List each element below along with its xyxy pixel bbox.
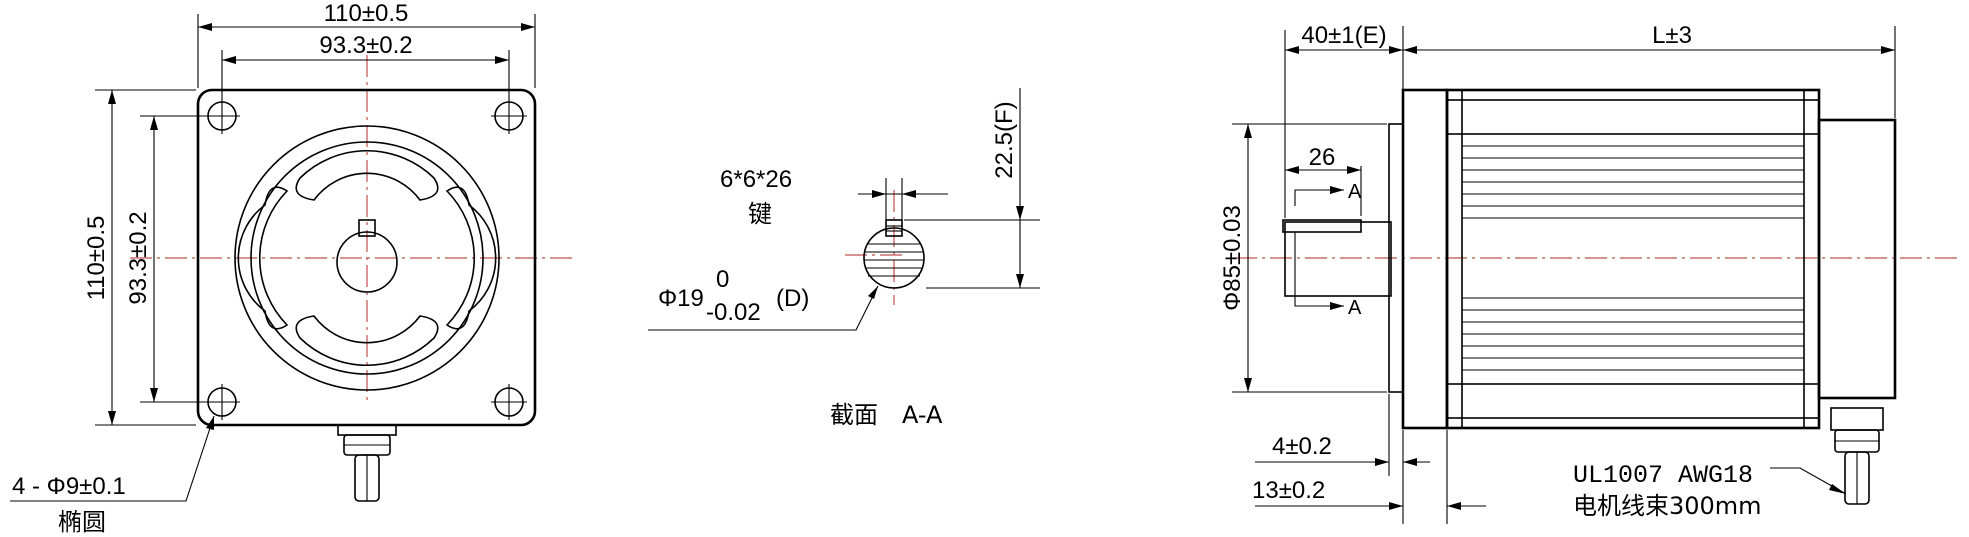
shaft-tol-lower: -0.02 — [706, 299, 761, 326]
side-view: 40±1(E) L±3 26 A A Φ85±0.03 4±0.2 — [1219, 22, 1960, 524]
motor-body-outline — [234, 125, 500, 391]
shaft-tol-code: (D) — [776, 285, 809, 312]
side-body — [1445, 88, 1821, 430]
hole-spec-label: 4 - Φ9±0.1 — [12, 473, 126, 500]
dim-flange-a: 4±0.2 — [1272, 433, 1332, 460]
shaft-hatch — [864, 243, 924, 277]
cable-spec-label: UL1007 AWG18 — [1573, 461, 1753, 490]
shaft-tol-upper: 0 — [716, 266, 729, 293]
key-label: 键 — [748, 200, 772, 228]
key-size-label: 6*6*26 — [720, 166, 792, 193]
dim-pilot-dia: Φ85±0.03 — [1219, 205, 1246, 311]
dim-key-length: 26 — [1309, 144, 1336, 171]
front-view: 110±0.5 93.3±0.2 110±0.5 93.3±0.2 4 - Φ9… — [10, 0, 575, 536]
key-section — [885, 219, 903, 237]
side-flange — [1401, 88, 1449, 430]
side-shaft — [1284, 221, 1392, 297]
dim-height-holes: 93.3±0.2 — [125, 211, 152, 304]
shaft-section — [863, 227, 925, 289]
key-height-label: 22.5(F) — [991, 101, 1018, 178]
section-marker-bottom: A — [1348, 297, 1362, 319]
dim-shaft-length: 40±1(E) — [1301, 22, 1386, 49]
shaft-end — [336, 231, 398, 293]
side-key — [1282, 219, 1362, 233]
section-view: 6*6*26 键 22.5(F) Φ19 0 -0.02 (D) 截面 A-A — [648, 88, 1040, 429]
shaft-key — [358, 219, 376, 237]
hole-shape-label: 椭圆 — [58, 508, 106, 536]
side-cable-gland — [1830, 407, 1884, 505]
section-title: 截面 A-A — [830, 401, 943, 429]
section-marker-top: A — [1348, 181, 1362, 203]
side-rear-cap — [1817, 118, 1897, 400]
body-window — [295, 150, 439, 201]
dim-body-length: L±3 — [1652, 22, 1692, 49]
dim-flange-b: 13±0.2 — [1252, 477, 1325, 504]
cable-gland — [337, 424, 397, 502]
body-window — [237, 186, 289, 330]
body-window — [295, 315, 439, 366]
cooling-fins — [1462, 145, 1804, 371]
shaft-dia-label: Φ19 — [658, 285, 704, 312]
dim-width-outer: 110±0.5 — [324, 0, 409, 27]
dim-height-outer: 110±0.5 — [83, 216, 110, 301]
body-window — [445, 186, 497, 330]
cable-desc-label: 电机线束300mm — [1573, 492, 1762, 520]
dim-width-holes: 93.3±0.2 — [319, 32, 412, 59]
